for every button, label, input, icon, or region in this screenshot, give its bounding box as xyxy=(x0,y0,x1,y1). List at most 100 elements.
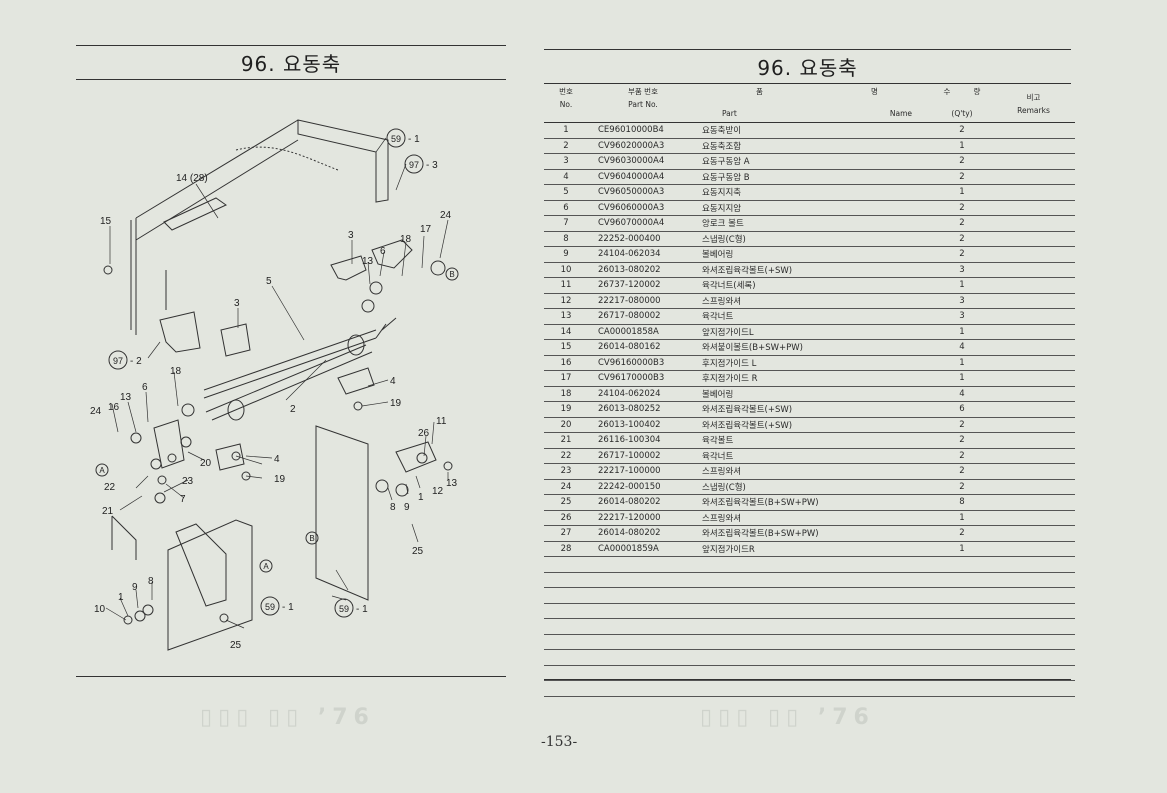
left-section-title: 96. 요동축 xyxy=(76,45,506,80)
cell-part-no: 26737-120002 xyxy=(588,277,698,294)
cell-no: 11 xyxy=(544,277,588,294)
cell-qty: 8 xyxy=(932,494,992,511)
svg-text:B: B xyxy=(309,534,314,543)
svg-text:59: 59 xyxy=(391,134,401,144)
svg-text:- 1: - 1 xyxy=(282,602,294,613)
cell-empty xyxy=(932,556,992,573)
cell-part-name: 스프링와셔 xyxy=(698,510,932,526)
svg-text:25: 25 xyxy=(230,640,242,651)
cell-empty xyxy=(698,587,932,604)
cell-remarks xyxy=(992,215,1075,232)
header-no: 번호 No. xyxy=(544,84,588,123)
callout-59-bottom-right: 59 - 1 xyxy=(334,598,368,618)
svg-text:2: 2 xyxy=(290,404,296,415)
cell-empty xyxy=(932,587,992,604)
cell-no: 7 xyxy=(544,215,588,232)
cell-qty: 2 xyxy=(932,525,992,542)
cell-part-no: CV96020000A3 xyxy=(588,138,698,154)
cell-empty xyxy=(992,665,1075,681)
callout-97-3: 97 - 3 xyxy=(404,154,438,174)
cell-remarks xyxy=(992,308,1075,325)
cell-remarks xyxy=(992,417,1075,433)
cell-empty xyxy=(992,603,1075,619)
svg-text:1: 1 xyxy=(118,592,124,603)
cell-qty: 2 xyxy=(932,200,992,216)
cell-remarks xyxy=(992,262,1075,278)
cell-qty: 1 xyxy=(932,370,992,387)
svg-text:5: 5 xyxy=(266,276,272,287)
cell-part-no: CA00001858A xyxy=(588,324,698,340)
shaft-assembly xyxy=(203,317,397,421)
cell-empty xyxy=(932,680,992,697)
part-number-labels: 14 (28) 15 24 3 6 18 17 13 5 3 18 13 6 1… xyxy=(90,173,458,651)
cell-remarks xyxy=(992,324,1075,340)
cell-empty xyxy=(544,603,588,619)
parts-table: 번호 No. 부품 번호 Part No. 품 명 xyxy=(544,84,1075,697)
cell-no: 14 xyxy=(544,324,588,340)
cell-remarks xyxy=(992,339,1075,356)
cell-no: 16 xyxy=(544,355,588,371)
cell-empty xyxy=(588,649,698,666)
cell-empty xyxy=(932,618,992,635)
svg-text:22: 22 xyxy=(104,482,116,493)
cell-empty xyxy=(544,572,588,588)
svg-text:8: 8 xyxy=(390,502,396,513)
cell-no: 27 xyxy=(544,525,588,542)
svg-text:- 1: - 1 xyxy=(356,604,368,615)
parts-table-header: 번호 No. 부품 번호 Part No. 품 명 xyxy=(544,84,1075,123)
cell-part-no: CV96170000B3 xyxy=(588,370,698,387)
cell-qty: 4 xyxy=(932,339,992,356)
table-row-empty xyxy=(544,634,1075,650)
cell-remarks xyxy=(992,184,1075,201)
cell-remarks xyxy=(992,401,1075,418)
frame-outline xyxy=(130,119,389,335)
left-title-text: 96. 요동축 xyxy=(240,52,342,76)
cell-empty xyxy=(698,649,932,666)
header-name-en-b: Name xyxy=(889,109,912,118)
cell-remarks xyxy=(992,525,1075,542)
cell-part-no: 26014-080202 xyxy=(588,494,698,511)
table-row-empty xyxy=(544,556,1075,573)
svg-text:26: 26 xyxy=(418,428,430,439)
cell-no: 8 xyxy=(544,231,588,247)
svg-text:16: 16 xyxy=(108,402,120,413)
cell-empty xyxy=(588,665,698,681)
svg-text:18: 18 xyxy=(170,366,182,377)
cell-empty xyxy=(698,556,932,573)
cell-qty: 2 xyxy=(932,448,992,464)
cell-part-no: 22242-000150 xyxy=(588,479,698,495)
cell-empty xyxy=(698,665,932,681)
svg-text:17: 17 xyxy=(420,224,432,235)
cell-empty xyxy=(932,665,992,681)
leader-lines xyxy=(105,137,449,629)
cell-part-name: 요동축받이 xyxy=(698,122,932,139)
cell-no: 10 xyxy=(544,262,588,278)
cell-no: 22 xyxy=(544,448,588,464)
cell-empty xyxy=(544,680,588,697)
cell-part-no: CV96050000A3 xyxy=(588,184,698,201)
cell-remarks xyxy=(992,293,1075,309)
cell-part-name: 육각너트 xyxy=(698,308,932,325)
cell-part-no: 24104-062024 xyxy=(588,386,698,402)
header-name-ko-a: 품 xyxy=(756,87,763,96)
cell-part-name: 요동지지암 xyxy=(698,200,932,216)
cell-empty xyxy=(588,556,698,573)
cell-qty: 3 xyxy=(932,308,992,325)
svg-text:97: 97 xyxy=(113,356,123,366)
callout-b-top: B xyxy=(445,267,459,281)
cell-empty xyxy=(992,587,1075,604)
cell-part-name: 와셔조립육각볼트(+SW) xyxy=(698,401,932,418)
cell-part-name: 스프링와셔 xyxy=(698,463,932,480)
cell-qty: 2 xyxy=(932,463,992,480)
cell-part-no: 22217-080000 xyxy=(588,293,698,309)
